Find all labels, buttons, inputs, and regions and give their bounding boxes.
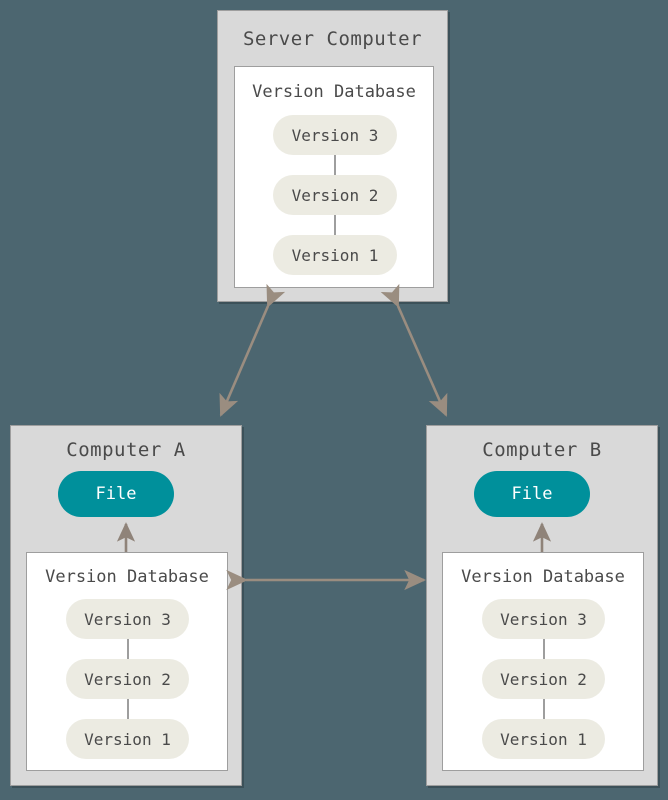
computer-a-version-pill: Version 1	[66, 719, 189, 759]
computer-a-version-database-panel: Version Database Version 3 Version 2 Ver…	[26, 552, 228, 771]
server-version-pill: Version 2	[273, 175, 397, 215]
server-computer-box: Server Computer Version Database Version…	[217, 10, 448, 302]
computer-b-file-pill: File	[474, 471, 590, 517]
computer-b-version-pill: Version 3	[482, 599, 605, 639]
computer-a-version-database-title: Version Database	[45, 567, 209, 587]
computer-b-version-database-title: Version Database	[461, 567, 625, 587]
server-computer-title: Server Computer	[242, 28, 423, 50]
computer-b-version-connector-2-1	[543, 699, 545, 721]
server-version-database-panel: Version Database Version 3 Version 2 Ver…	[234, 66, 434, 288]
computer-a-version-connector-2-1	[127, 699, 129, 721]
server-version-pill: Version 1	[273, 235, 397, 275]
arrow-server-to-computer-a	[219, 283, 286, 417]
computer-b-version-database-panel: Version Database Version 3 Version 2 Ver…	[442, 552, 644, 771]
server-version-connector-3-2	[334, 155, 336, 177]
computer-a-version-connector-3-2	[127, 639, 129, 661]
computer-a-file-pill: File	[58, 471, 174, 517]
computer-b-version-pill: Version 1	[482, 719, 605, 759]
computer-b-version-pill: Version 2	[482, 659, 605, 699]
computer-a-title: Computer A	[66, 439, 186, 461]
computer-a-version-pill: Version 3	[66, 599, 189, 639]
server-version-pill: Version 3	[273, 115, 397, 155]
computer-b-version-connector-3-2	[543, 639, 545, 661]
computer-b-title: Computer B	[482, 439, 602, 461]
computer-a-version-pill: Version 2	[66, 659, 189, 699]
server-version-database-title: Version Database	[252, 82, 416, 102]
arrow-server-to-computer-b	[380, 283, 448, 417]
server-version-connector-2-1	[334, 215, 336, 237]
computer-b-box: Computer B Version Database Version 3 Ve…	[426, 425, 658, 786]
